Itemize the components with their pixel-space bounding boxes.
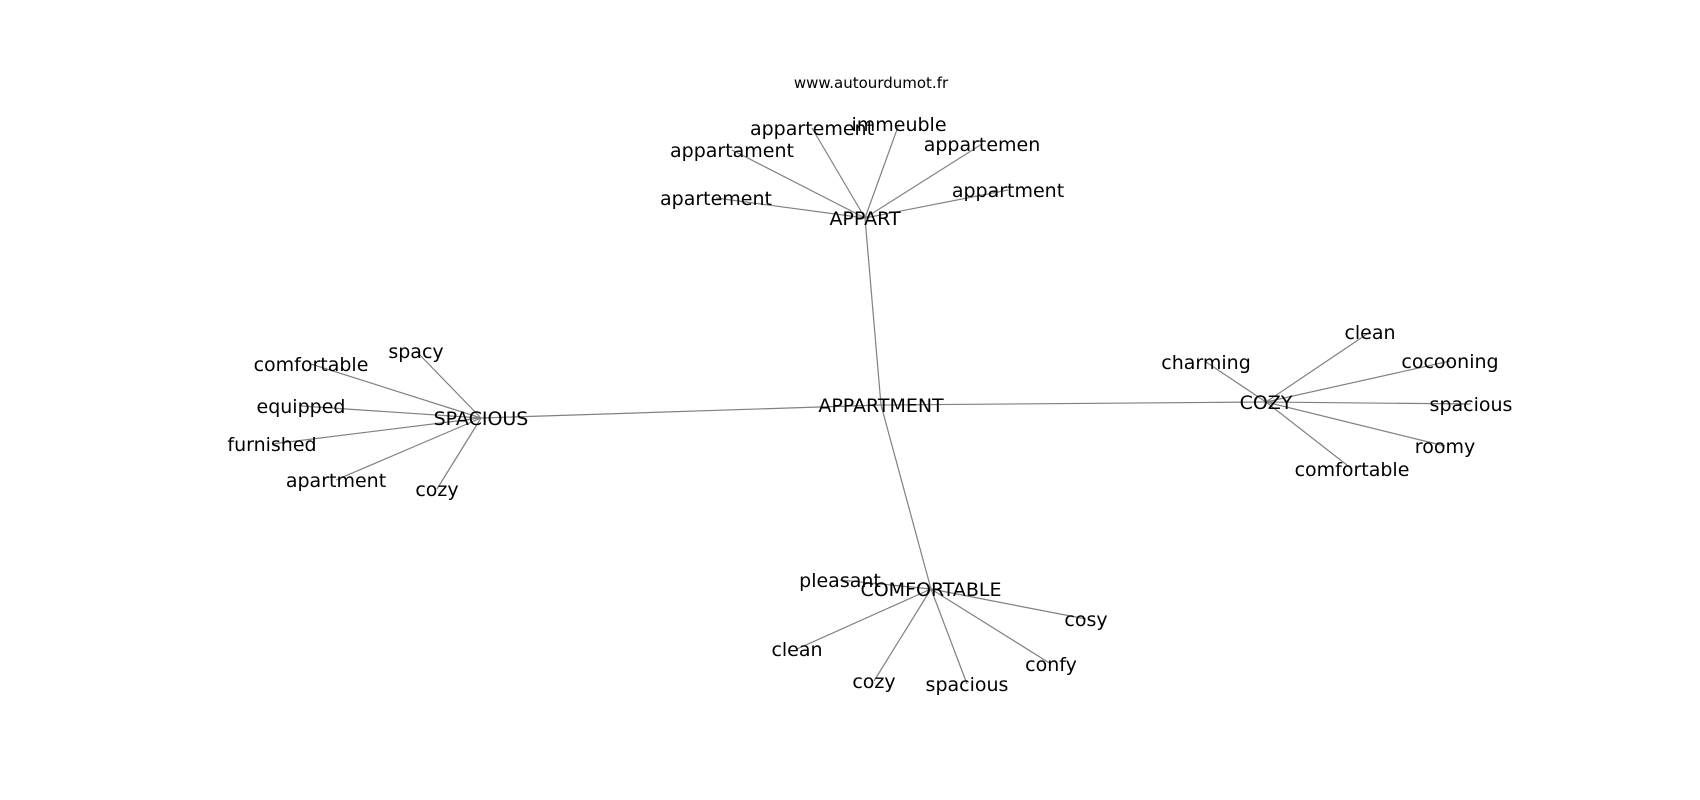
labels-layer: www.autourdumot.fr APPARTMENT APPART apar… (227, 74, 1512, 696)
edge-hub-to-leaf (1265, 401, 1446, 447)
edge-hub-to-leaf (930, 588, 1052, 665)
leaf-node-label: furnished (227, 434, 316, 456)
edge-hub-to-leaf (715, 197, 866, 219)
leaf-node-label: cozy (415, 479, 458, 501)
edge-center-to-hub (480, 404, 882, 419)
leaf-node-label: appartment (952, 180, 1064, 202)
edge-hub-to-leaf (811, 127, 866, 219)
hub-node-label: SPACIOUS (434, 408, 529, 430)
edge-hub-to-leaf (873, 588, 932, 682)
hub-node-label: COZY (1240, 392, 1293, 414)
leaf-node-label: apartment (286, 470, 386, 492)
leaf-node-label: immeuble (851, 114, 946, 136)
leaf-node-label: clean (1344, 322, 1395, 344)
edge-hub-to-leaf (415, 350, 482, 419)
leaf-node-label: apartement (660, 188, 772, 210)
edge-hub-to-leaf (335, 417, 482, 481)
edge-hub-to-leaf (864, 123, 900, 219)
hub-node-label: APPART (829, 208, 901, 230)
edge-hub-to-leaf (271, 417, 482, 445)
edge-hub-to-leaf (436, 417, 482, 490)
edge-center-to-hub (880, 404, 932, 590)
edge-hub-to-leaf (839, 579, 932, 590)
leaf-node-label: cozy (852, 671, 895, 693)
edge-hub-to-leaf (930, 588, 968, 685)
leaf-node-label: comfortable (254, 354, 369, 376)
edge-hub-to-leaf (1265, 401, 1353, 470)
leaf-node-label: appartament (670, 140, 794, 162)
leaf-node-label: spacy (388, 341, 443, 363)
leaf-node-label: roomy (1415, 436, 1475, 458)
edge-hub-to-leaf (310, 363, 482, 419)
edge-hub-to-leaf (864, 143, 983, 219)
leaf-node-label: clean (771, 639, 822, 661)
edge-hub-to-leaf (864, 189, 1009, 219)
edge-hub-to-leaf (1265, 331, 1371, 403)
edges-layer (271, 123, 1472, 685)
edge-hub-to-leaf (1205, 361, 1267, 403)
center-node-label: APPARTMENT (818, 395, 944, 417)
leaf-node-label: spacious (926, 674, 1009, 696)
leaf-node-label: appartement (750, 118, 874, 140)
hub-node-label: COMFORTABLE (860, 579, 1001, 601)
leaf-node-label: charming (1161, 352, 1251, 374)
leaf-node-label: cosy (1064, 609, 1107, 631)
edge-hub-to-leaf (796, 588, 932, 650)
edge-hub-to-leaf (300, 405, 482, 419)
edge-center-to-hub (880, 401, 1267, 406)
leaf-node-label: equipped (257, 396, 346, 418)
leaf-node-label: confy (1025, 654, 1077, 676)
edge-hub-to-leaf (1265, 401, 1472, 405)
edge-hub-to-leaf (930, 588, 1087, 620)
leaf-node-label: cocooning (1401, 351, 1498, 373)
edge-hub-to-leaf (1265, 360, 1451, 403)
source-label: www.autourdumot.fr (794, 74, 949, 92)
leaf-node-label: spacious (1430, 394, 1513, 416)
leaf-node-label: appartemen (924, 134, 1041, 156)
edge-hub-to-leaf (731, 149, 866, 219)
leaf-node-label: pleasant (799, 570, 881, 592)
edge-center-to-hub (864, 217, 882, 406)
leaf-node-label: comfortable (1295, 459, 1410, 481)
